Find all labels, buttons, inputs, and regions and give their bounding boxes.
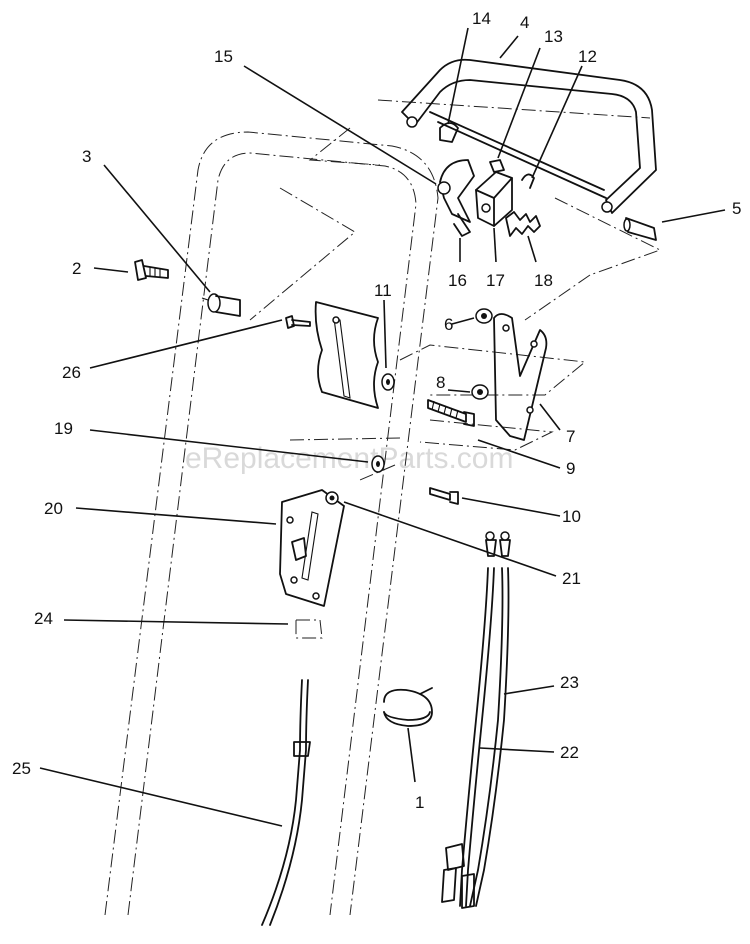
part-label-13: 13: [544, 27, 563, 46]
part-label-22: 22: [560, 743, 579, 762]
bail-handle: [401, 58, 657, 214]
part-label-4: 4: [520, 13, 529, 32]
part-label-18: 18: [534, 271, 553, 290]
nut-21: [325, 491, 339, 505]
block-17: [475, 171, 513, 227]
washer-8: [471, 384, 489, 400]
part-label-3: 3: [82, 147, 91, 166]
part-label-17: 17: [486, 271, 505, 290]
part-label-1: 1: [415, 793, 424, 812]
pin-5: [623, 217, 657, 241]
part-label-2: 2: [72, 259, 81, 278]
part-label-24: 24: [34, 609, 53, 628]
cable-22: [459, 531, 497, 907]
cable-25: [261, 679, 311, 926]
bolt-10: [429, 487, 459, 505]
spring-18: [505, 211, 541, 237]
part-label-26: 26: [62, 363, 81, 382]
part-label-25: 25: [12, 759, 31, 778]
washer-11: [381, 373, 395, 391]
part-label-7: 7: [566, 427, 575, 446]
spacer-3: [201, 293, 241, 317]
part-labels: 1 2 3 4 5 6 7 8 9 10 11 12 13 14 15 16 1…: [12, 9, 741, 812]
clip-12: [521, 173, 535, 189]
part-label-6: 6: [444, 315, 453, 334]
control-bracket: [437, 159, 475, 237]
part-label-12: 12: [578, 47, 597, 66]
screw-26: [285, 315, 311, 329]
part-label-20: 20: [44, 499, 63, 518]
part-label-9: 9: [566, 459, 575, 478]
bolt-2: [134, 259, 169, 281]
nut-6: [475, 308, 493, 324]
part-label-21: 21: [562, 569, 581, 588]
leader-lines: [39, 27, 726, 827]
assembly-planes: [249, 99, 662, 481]
part-label-23: 23: [560, 673, 579, 692]
upper-plate: [314, 301, 379, 409]
clip-24: [295, 619, 323, 639]
control-plate-20: [279, 489, 345, 607]
part-label-19: 19: [54, 419, 73, 438]
part-label-16: 16: [448, 271, 467, 290]
part-label-14: 14: [472, 9, 491, 28]
clamp-1: [383, 687, 433, 727]
washer-19: [371, 455, 385, 473]
part-label-8: 8: [436, 373, 445, 392]
part-label-10: 10: [562, 507, 581, 526]
part-label-11: 11: [374, 281, 392, 300]
cable-23: [469, 531, 511, 907]
part-label-15: 15: [214, 47, 233, 66]
pin-13: [489, 159, 505, 173]
handle-frame: [104, 131, 439, 916]
bolt-9: [427, 399, 475, 427]
cable-fittings: [441, 843, 475, 909]
part-label-5: 5: [732, 199, 741, 218]
bracket-7: [493, 313, 548, 441]
